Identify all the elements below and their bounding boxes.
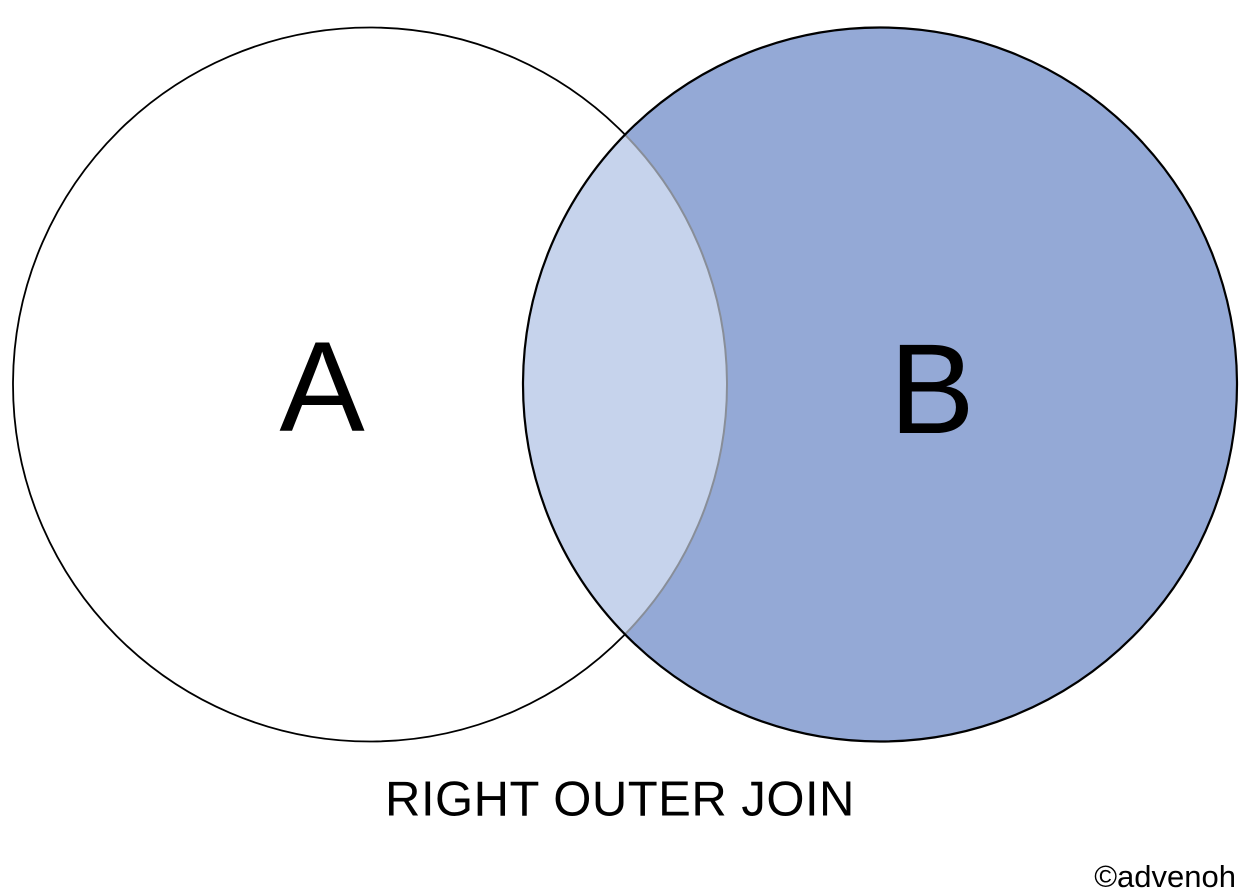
set-a-label: A — [279, 316, 365, 459]
circle-a — [13, 27, 727, 742]
circle-b-outline — [521, 26, 1239, 743]
circle-a-inner-arc — [624, 133, 729, 636]
intersection-region — [522, 134, 728, 635]
circle-a-outline — [12, 26, 626, 743]
watermark-credit: ©advenoh — [1094, 859, 1236, 894]
circle-b — [523, 27, 1237, 742]
join-type-caption: RIGHT OUTER JOIN — [385, 772, 855, 827]
set-b-label: B — [889, 318, 975, 461]
